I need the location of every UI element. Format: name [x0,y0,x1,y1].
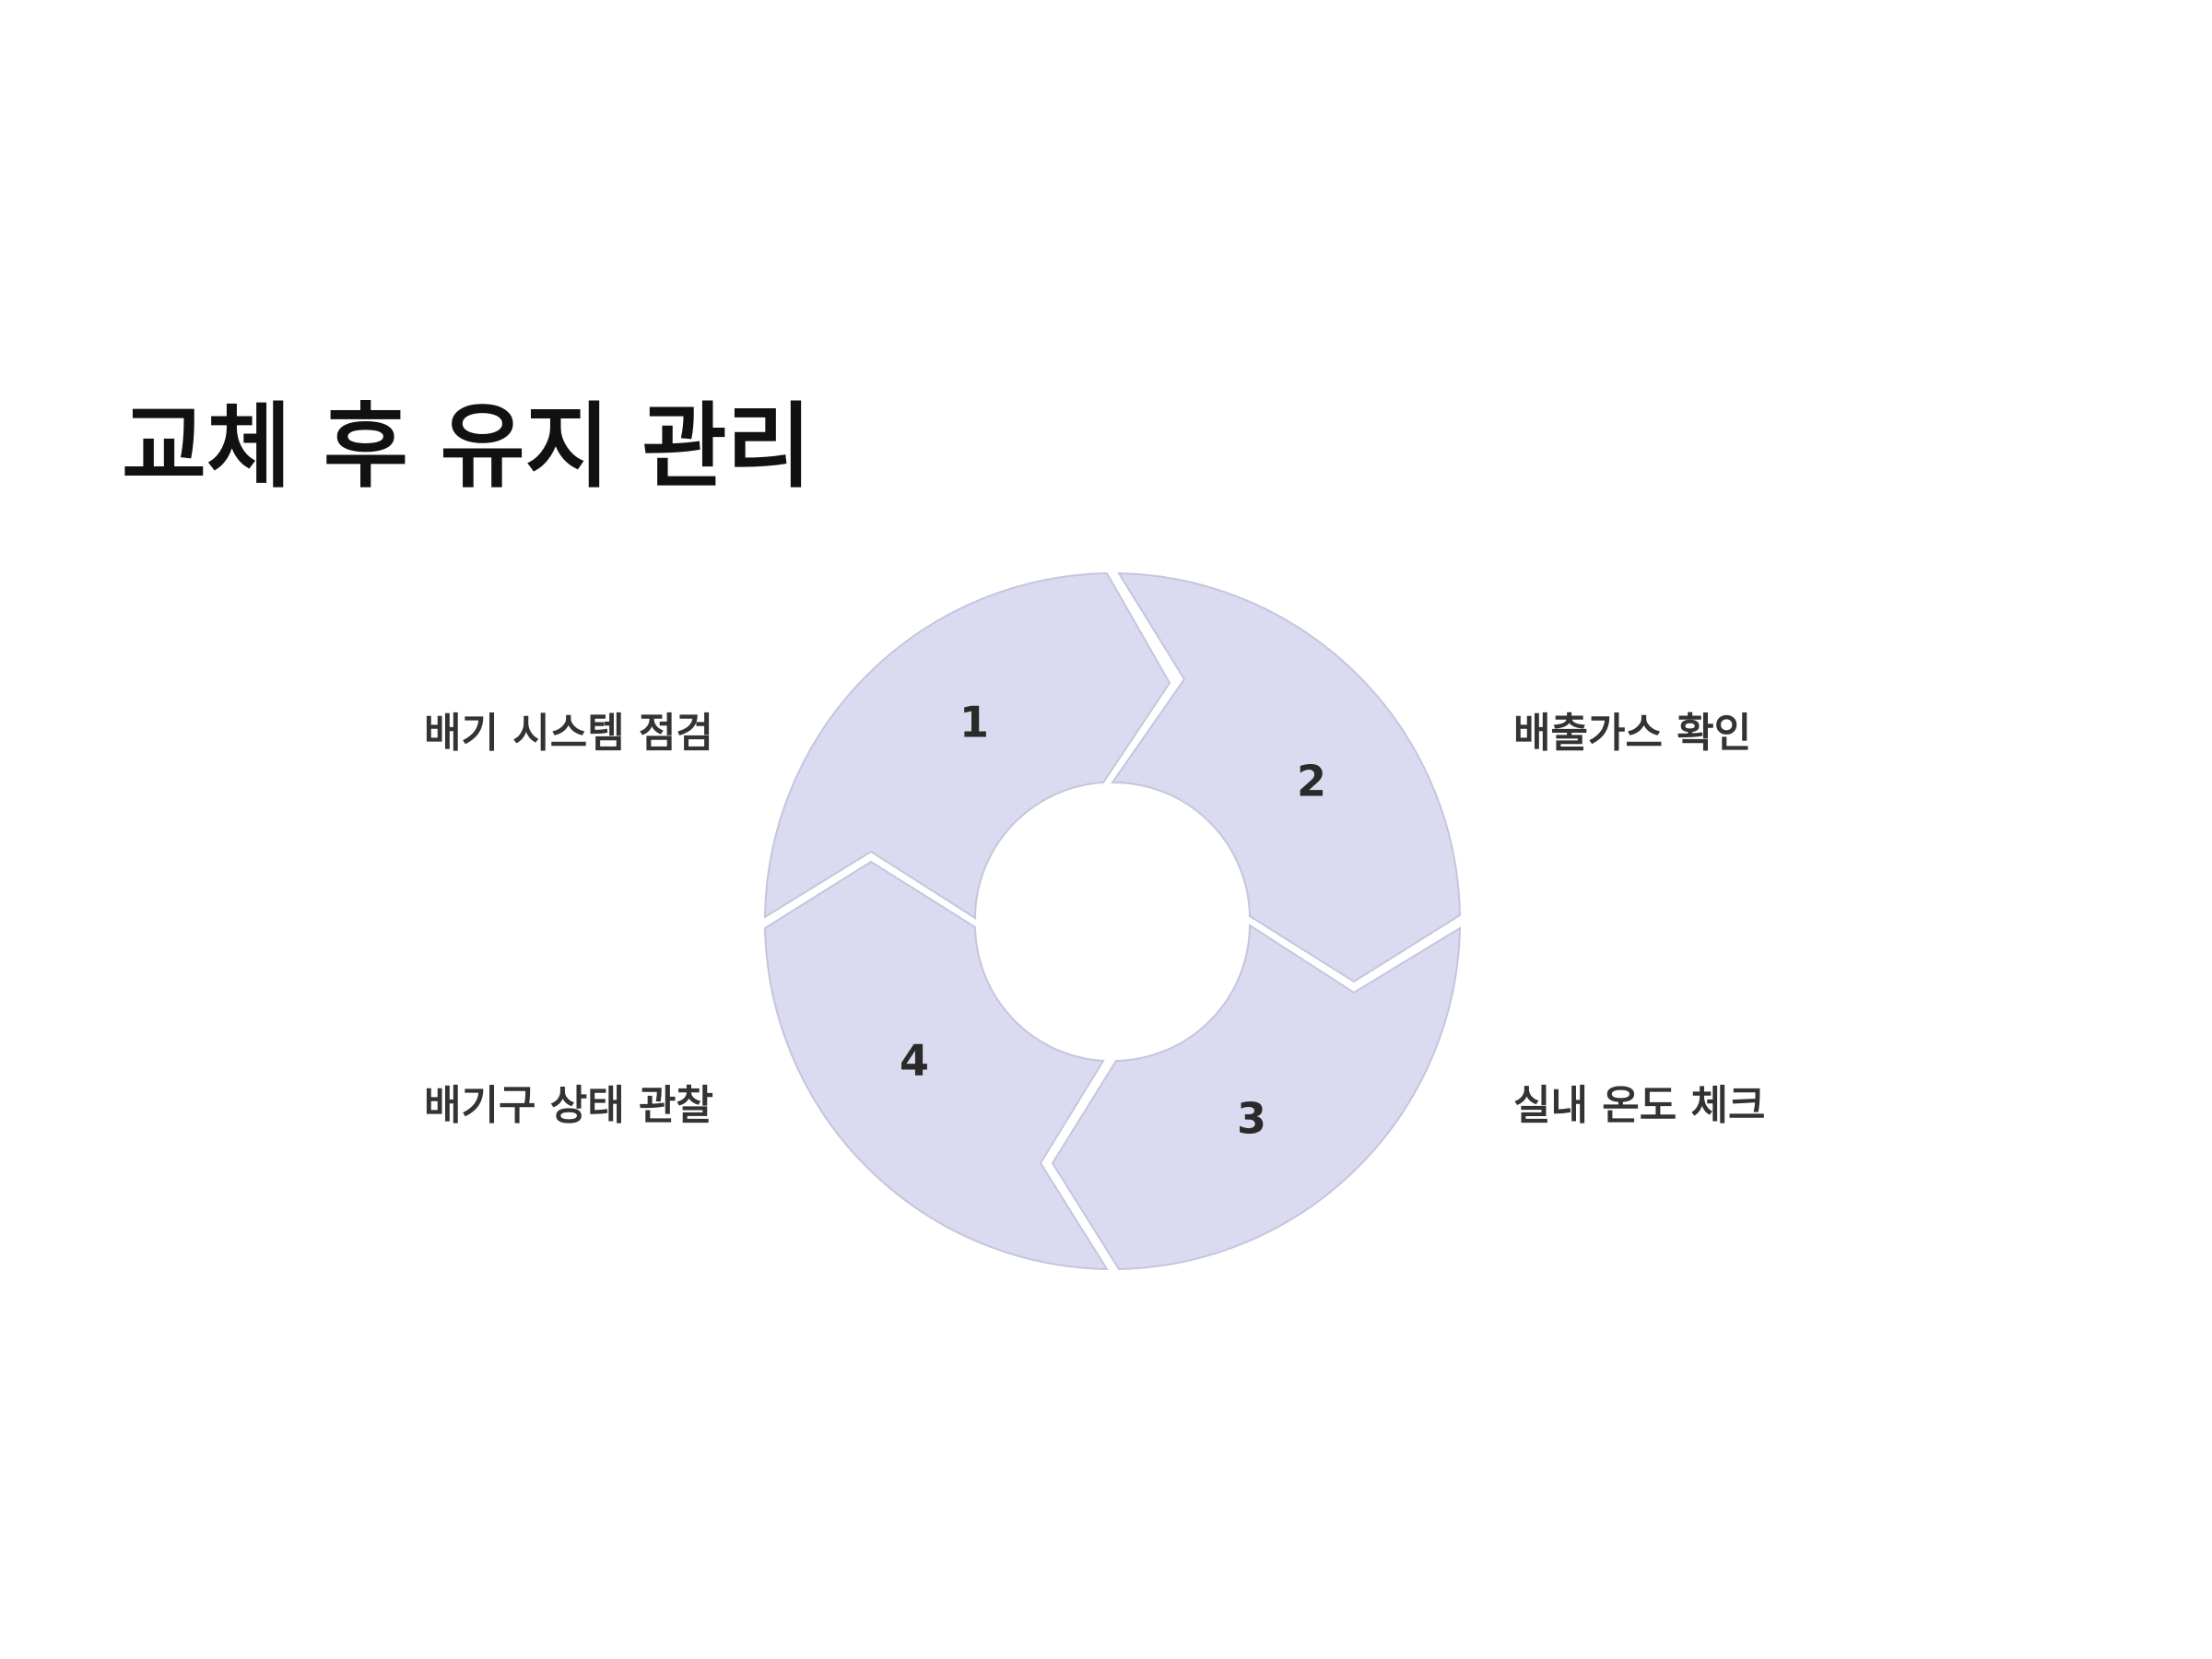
step-number-3: 3 [1237,1094,1266,1144]
step-label-3: 실내 온도 체크 [1513,1082,1766,1129]
step-label-2: 배출가스 확인 [1513,710,1752,757]
cycle-segment-3 [1051,924,1462,1271]
step-number-1: 1 [959,698,989,747]
cycle-segment-2 [1111,571,1462,983]
cycle-segment-4 [763,860,1109,1271]
cycle-segment-1 [763,571,1171,920]
slide-title: 교체 후 유지 관리 [122,393,812,500]
step-label-1: 배기 시스템 점검 [424,710,713,757]
step-number-4: 4 [900,1036,929,1086]
step-label-4: 배기구 상태 관찰 [424,1082,713,1129]
step-number-2: 2 [1297,757,1326,806]
